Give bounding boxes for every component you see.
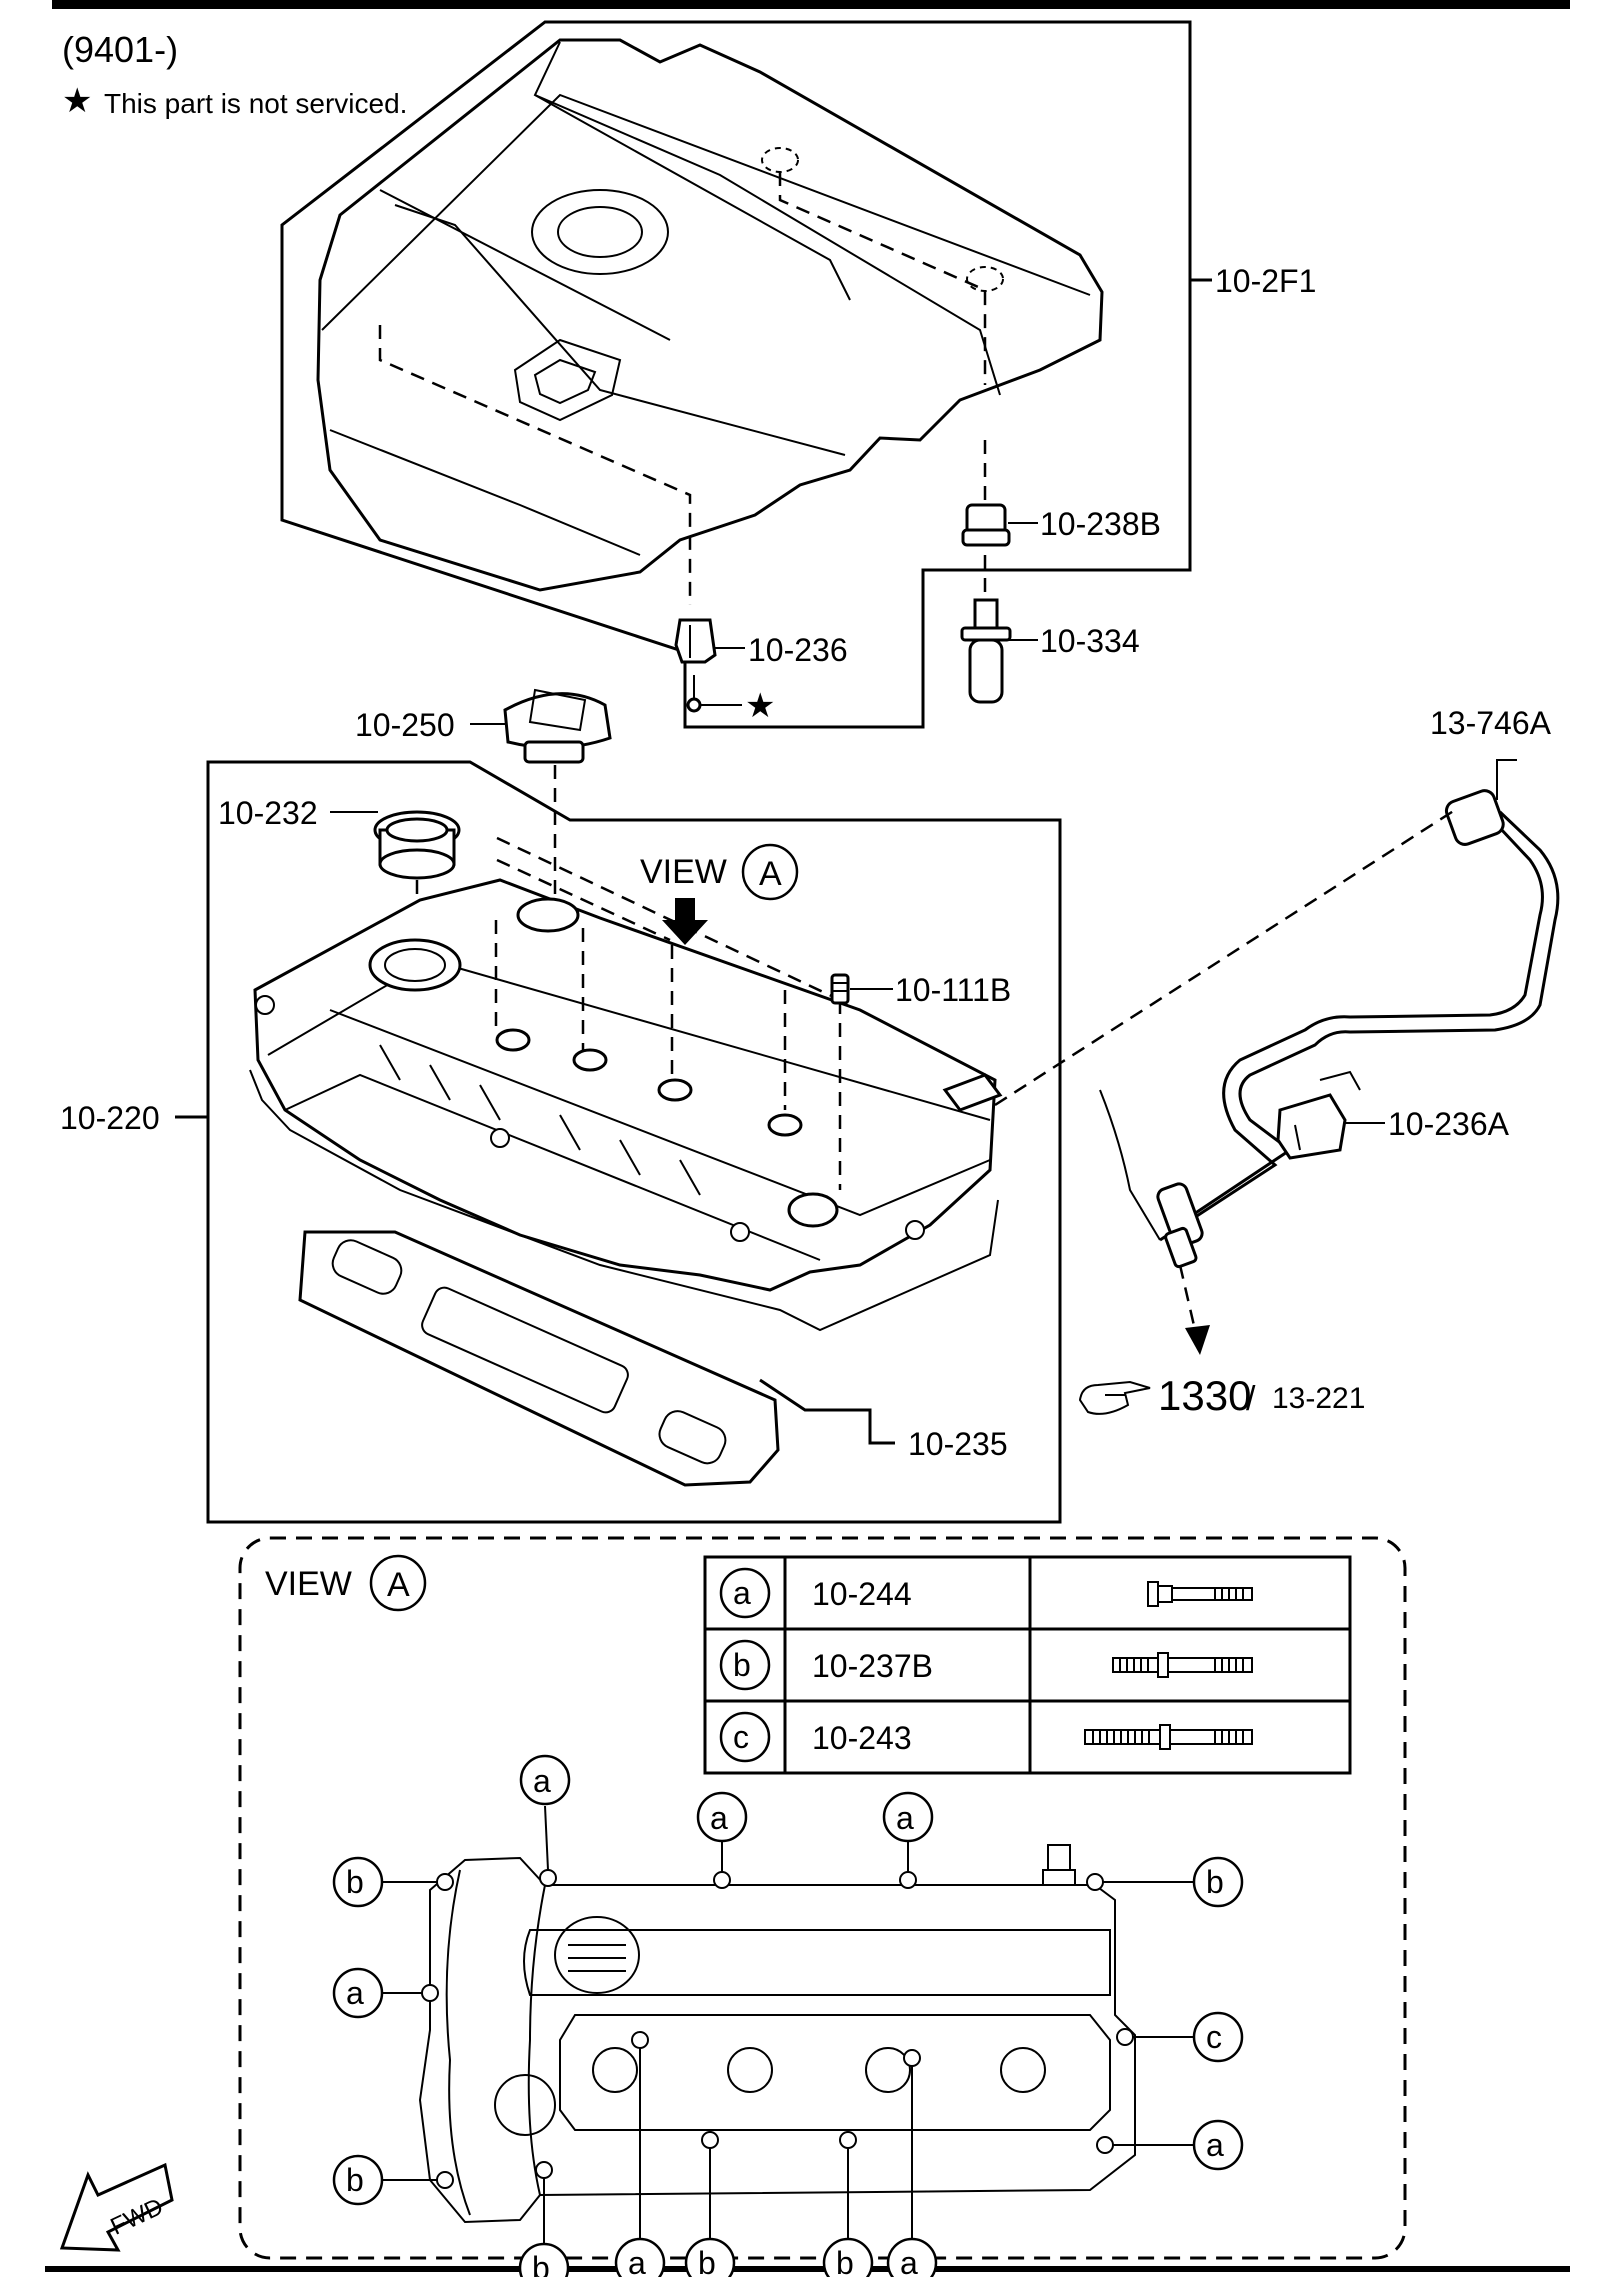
view-a-callout-circle (741, 843, 799, 901)
cover-gasket (298, 1230, 780, 1487)
bolt-legend-table (703, 1555, 1352, 1775)
hose-clip-label: 10-236A (1388, 1106, 1510, 1142)
oil-filler-cap-label: 10-250 (355, 707, 455, 743)
vent-hose (1099, 789, 1560, 1269)
cover-stud-label: 10-334 (1040, 623, 1140, 659)
callout-b-left-bottom: b (346, 2162, 364, 2198)
engine-cover (316, 38, 1104, 592)
view-a-title-letter: A (387, 1566, 410, 1604)
not-serviced-star-marker: ★ (745, 687, 775, 725)
cover-bracket (674, 618, 717, 664)
callout-a-bottom-2: a (900, 2245, 918, 2277)
not-serviced-note: This part is not serviced. (104, 88, 407, 119)
callout-a-top-left: a (533, 1763, 551, 1799)
fwd-arrow-icon (59, 2162, 174, 2252)
cover-dash-a (494, 920, 842, 1190)
reference-arrow (1185, 1325, 1210, 1355)
callout-b-bottom-2: b (698, 2245, 716, 2277)
callout-b-bottom-1: b (532, 2250, 550, 2277)
pointing-hand-icon (1078, 1380, 1151, 1415)
legend-key-b-circle (719, 1639, 771, 1691)
bracket-screw (686, 675, 702, 713)
cover-grommet-label: 10-238B (1040, 506, 1161, 542)
vent-hose-leader (1496, 759, 1517, 800)
cap-seal-label: 10-232 (218, 795, 318, 831)
bolt-callout-leaders (383, 1805, 1193, 2245)
cap-seal (373, 810, 461, 880)
reference-subgroup: 13-221 (1272, 1382, 1365, 1415)
not-serviced-star: ★ (62, 82, 92, 120)
view-a-panel (238, 1536, 1407, 2260)
legend-key-a: a (733, 1575, 751, 1611)
hose-clip (1276, 1070, 1361, 1160)
callout-a-left-mid: a (346, 1975, 364, 2011)
vent-hose-label: 13-746A (1430, 705, 1552, 741)
callout-b-left-top: b (346, 1864, 364, 1900)
callout-a-top-right: a (896, 1800, 914, 1836)
hose-dash (994, 808, 1456, 1107)
valve-cover-label: 10-220 (60, 1100, 160, 1136)
legend-part-a: 10-244 (812, 1576, 912, 1612)
bolt-b-icon (1112, 1652, 1253, 1678)
legend-key-a-circle (719, 1567, 771, 1619)
cover-bracket-label: 10-236 (748, 632, 848, 668)
valve-cover-top-view (418, 1844, 1136, 2224)
valve-cover (249, 878, 1003, 1332)
legend-key-b: b (733, 1647, 751, 1683)
model-range: (9401-) (62, 29, 178, 70)
oil-filler-cap (503, 688, 612, 764)
gasket-leader (759, 1378, 895, 1445)
spark-plug-seal (830, 973, 850, 1005)
cover-dash-b (496, 836, 841, 1002)
callout-a-top-mid: a (710, 1800, 728, 1836)
bottom-rule (45, 2266, 1570, 2272)
callout-a-bottom-1: a (628, 2245, 646, 2277)
fwd-label: FWD (106, 2193, 167, 2241)
view-a-title: VIEW (265, 1565, 352, 1603)
callout-a-right-bottom: a (1206, 2127, 1224, 2163)
bolt-holes (421, 1869, 1134, 2189)
callout-b-right-top: b (1206, 1864, 1224, 1900)
cover-dash-1 (778, 172, 987, 385)
legend-part-b: 10-237B (812, 1648, 933, 1684)
view-a-callout-label: VIEW (640, 853, 727, 891)
bolt-a-icon (1147, 1581, 1253, 1607)
legend-part-c: 10-243 (812, 1720, 912, 1756)
cover-grommet (961, 503, 1011, 547)
top-rule (52, 0, 1570, 9)
valve-cover-group-frame (206, 760, 1062, 1524)
view-direction-arrow-icon (662, 898, 708, 945)
callout-b-bottom-3: b (836, 2245, 854, 2277)
reference-dash (1178, 1264, 1197, 1331)
view-a-callout-letter: A (759, 855, 782, 893)
callout-c-right: c (1206, 2019, 1222, 2055)
engine-cover-label: 10-2F1 (1215, 263, 1316, 299)
view-a-title-circle (369, 1554, 427, 1612)
reference-group: 1330 (1158, 1372, 1251, 1419)
spark-plug-seal-label: 10-111B (895, 972, 1011, 1008)
legend-key-c-circle (719, 1711, 771, 1763)
engine-cover-group-frame (280, 20, 1192, 729)
bolt-callouts (332, 1754, 1244, 2277)
legend-key-c: c (733, 1719, 749, 1755)
cover-gasket-label: 10-235 (908, 1426, 1008, 1462)
cover-stud (960, 598, 1012, 704)
reference-separator: / (1246, 1380, 1256, 1418)
bolt-c-icon (1084, 1724, 1253, 1750)
